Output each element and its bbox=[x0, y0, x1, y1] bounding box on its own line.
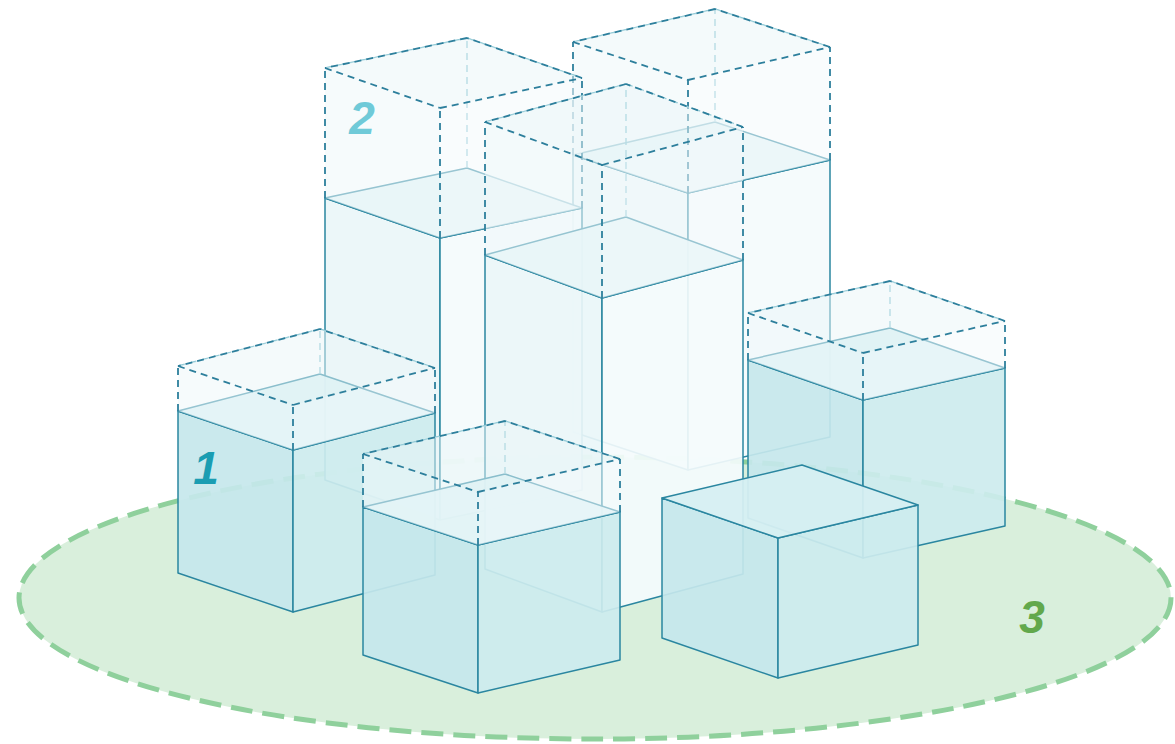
extension-edge bbox=[1004, 321, 1006, 368]
extension-edge bbox=[505, 421, 620, 459]
extension-edge bbox=[434, 368, 436, 413]
extension-edge bbox=[362, 454, 364, 507]
extension-edge bbox=[178, 329, 320, 366]
planned-extension bbox=[363, 421, 620, 545]
extension-edge bbox=[863, 321, 1005, 353]
extension-edge bbox=[293, 368, 435, 405]
extension-edge bbox=[715, 9, 830, 47]
extension-edge bbox=[363, 421, 505, 454]
extension-edge bbox=[829, 47, 831, 160]
extension-top bbox=[485, 84, 743, 165]
building-top bbox=[662, 465, 918, 538]
extension-top bbox=[363, 421, 620, 492]
building bbox=[662, 465, 918, 678]
extension-edge bbox=[177, 366, 179, 411]
extension-edge bbox=[747, 313, 749, 360]
planned-extension bbox=[748, 281, 1005, 400]
extension-edge bbox=[325, 68, 440, 108]
extension-edge bbox=[477, 492, 479, 545]
extension-edge bbox=[363, 454, 478, 492]
extension-edge bbox=[601, 165, 603, 298]
extension-edge bbox=[478, 459, 620, 492]
extension-edge bbox=[688, 47, 830, 80]
extension-edge bbox=[292, 405, 294, 450]
callout-number: 2 bbox=[349, 95, 375, 141]
extension-top bbox=[178, 329, 435, 405]
extension-edge bbox=[324, 68, 326, 198]
building-group bbox=[178, 9, 1005, 693]
building bbox=[363, 421, 620, 693]
extension-edge bbox=[484, 122, 486, 255]
planned-extension bbox=[485, 84, 743, 298]
extension-edge bbox=[619, 459, 621, 512]
extension-edge bbox=[320, 329, 435, 368]
extension-edge bbox=[485, 84, 626, 122]
callout-number: 3 bbox=[1019, 594, 1045, 640]
extension-edge bbox=[862, 353, 864, 400]
extension-edge bbox=[573, 42, 688, 80]
extension-top bbox=[748, 281, 1005, 353]
extension-edge bbox=[325, 38, 467, 68]
extension-edge bbox=[626, 84, 743, 127]
extension-edge bbox=[439, 108, 441, 238]
extension-edge bbox=[178, 366, 293, 405]
extension-edge bbox=[467, 38, 582, 78]
extension-edge bbox=[742, 127, 744, 260]
extension-edge bbox=[602, 127, 743, 165]
extension-edge bbox=[573, 9, 715, 42]
callout-number: 1 bbox=[193, 445, 219, 491]
extension-top bbox=[573, 9, 830, 80]
extension-edge bbox=[748, 281, 890, 313]
extension-edge bbox=[890, 281, 1005, 321]
planned-extension bbox=[178, 329, 435, 450]
extension-edge bbox=[748, 313, 863, 353]
extension-edge bbox=[485, 122, 602, 165]
